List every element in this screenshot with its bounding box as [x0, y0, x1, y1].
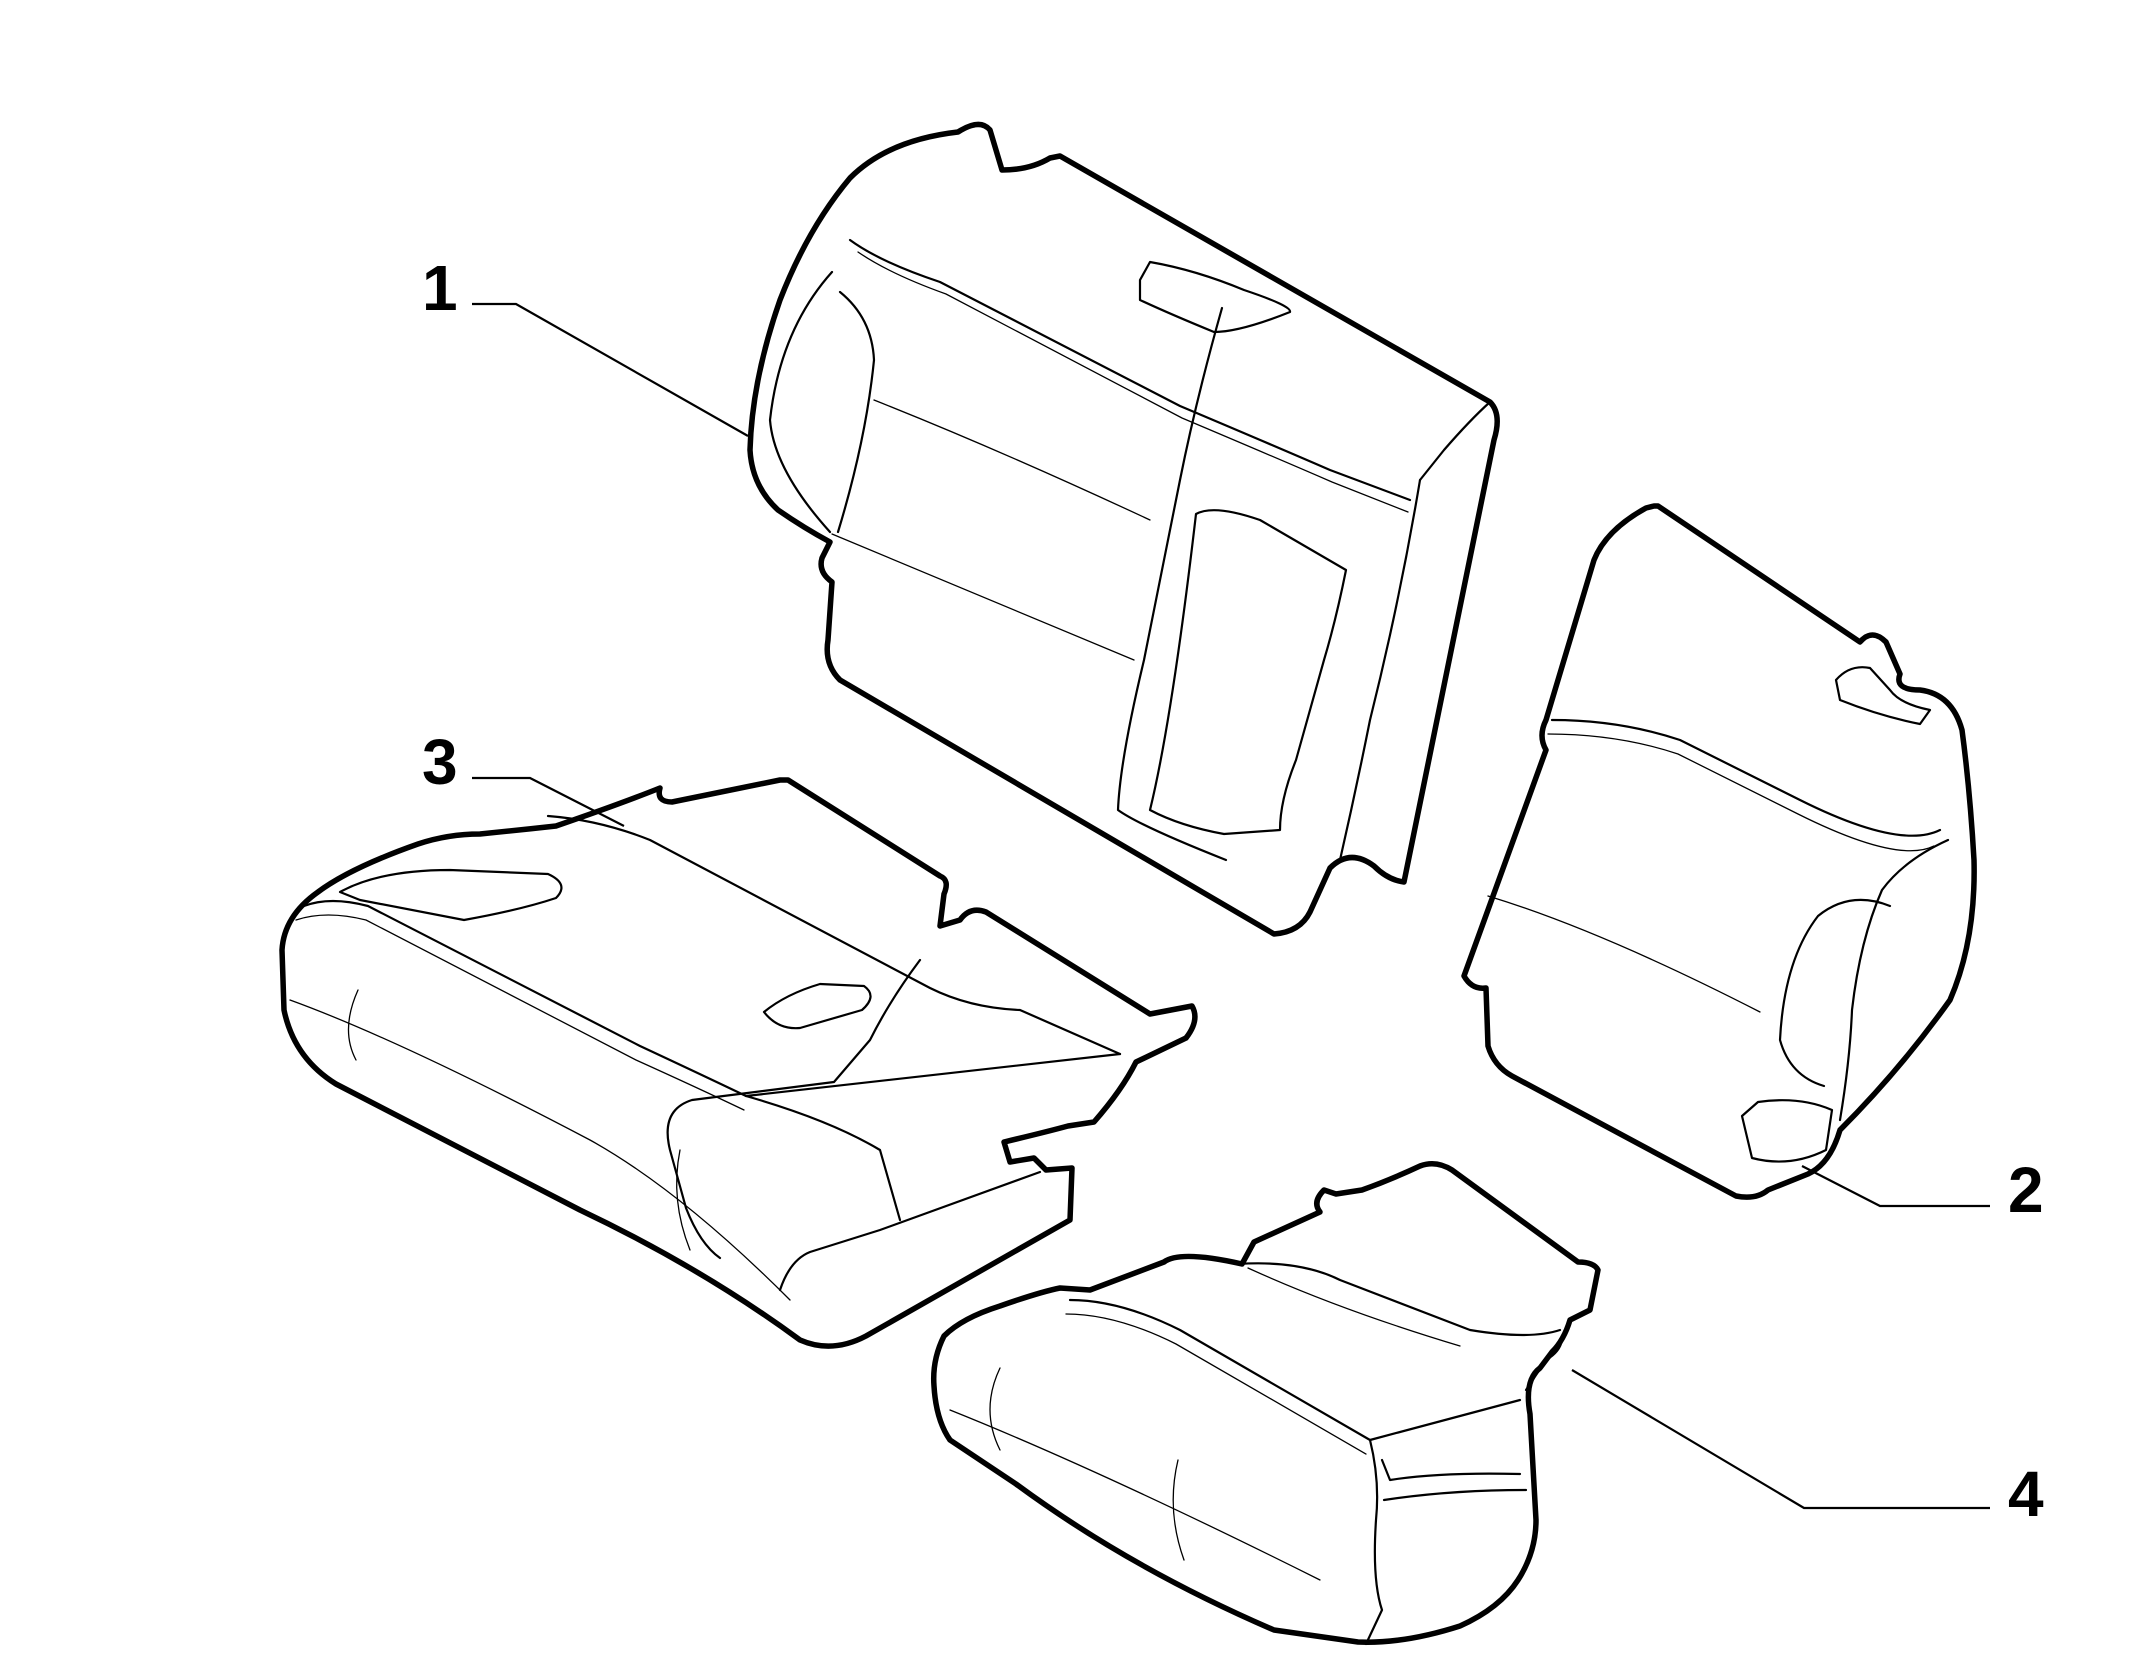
cushion-large-bottom-crease: [289, 999, 791, 1301]
cushion-large-left-corner: [338, 868, 563, 922]
leader-line-2: [1801, 1165, 1990, 1208]
cushion-large-belt-slot: [762, 982, 872, 1030]
backrest-large-outline: [747, 121, 1500, 937]
backrest-small-top-seam-inner: [1547, 733, 1935, 852]
callout-1: 1: [422, 252, 458, 324]
leader-line-3: [472, 776, 625, 827]
backrest-large-right-edge: [1418, 400, 1492, 482]
leader-line-1: [472, 302, 749, 437]
callout-3: 3: [422, 726, 458, 798]
rear-backrest-cover-small: [1461, 503, 1977, 1200]
backrest-large-left-bolster: [768, 270, 834, 534]
cushion-small-left-crease: [989, 1367, 1001, 1451]
cushion-large-left-crease: [347, 989, 359, 1061]
cushion-small-side-panel: [1380, 1458, 1522, 1482]
cushion-small-rear-seam: [1236, 1262, 1562, 1337]
cushion-large-front-corner: [778, 1170, 1042, 1292]
rear-cushion-cover-small: [930, 1161, 1601, 1646]
rear-backrest-cover-large: [747, 121, 1500, 937]
backrest-small-top-seam: [1550, 718, 1942, 837]
cushion-small-side-seam: [1382, 1488, 1528, 1502]
cushion-large-outline: [279, 777, 1198, 1349]
cushion-small-bottom-crease: [949, 1409, 1321, 1581]
backrest-small-bottom-tab: [1740, 1099, 1834, 1163]
leader-lines: [472, 302, 1990, 1510]
cushion-large-front-top-seam: [302, 899, 1122, 1098]
backrest-large-top-seam-inner: [857, 251, 1409, 513]
backrest-large-center-seam: [1116, 306, 1228, 862]
cushion-small-mid-crease: [1172, 1459, 1185, 1561]
backrest-small-right-bolster: [1838, 838, 1950, 1122]
backrest-large-upper-crease: [873, 399, 1151, 521]
rear-cushion-cover-large: [279, 777, 1198, 1349]
cushion-large-mid-crease: [676, 1149, 691, 1251]
cushion-large-center-split: [666, 958, 922, 1260]
leader-line-4: [1571, 1369, 1990, 1510]
backrest-small-lower-crease: [1487, 895, 1761, 1013]
cushion-small-front-corner: [1364, 1438, 1384, 1646]
backrest-large-top-seam: [848, 238, 1412, 502]
backrest-large-right-panel: [1148, 509, 1348, 836]
cushion-large-front-right: [744, 1094, 902, 1222]
cushion-small-right-flap: [1524, 1338, 1564, 1392]
backrest-small-headrest-slot: [1834, 666, 1932, 726]
backrest-small-right-bolster-inner: [1778, 898, 1892, 1088]
backrest-large-headrest-slot: [1138, 260, 1292, 334]
backrest-small-outline: [1461, 503, 1977, 1200]
callout-numbers: 1 3 2 4: [422, 252, 2044, 1530]
cushion-small-front-top-seam-inner: [1065, 1313, 1367, 1455]
cushion-small-front-top-seam: [1068, 1298, 1522, 1442]
backrest-large-lower-crease: [831, 533, 1135, 661]
callout-2: 2: [2008, 1154, 2044, 1226]
cushion-large-rear-seam: [546, 814, 1122, 1056]
backrest-large-right-bolster: [1338, 478, 1422, 862]
callout-4: 4: [2008, 1458, 2044, 1530]
backrest-large-left-bolster-inner: [836, 290, 876, 534]
cushion-small-upper-crease: [1247, 1267, 1461, 1347]
cushion-small-outline: [930, 1161, 1601, 1645]
